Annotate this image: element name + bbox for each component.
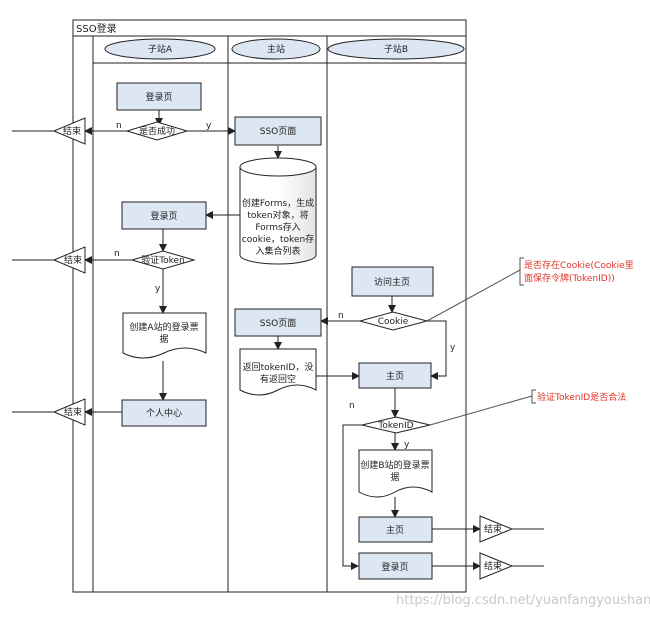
decision-label: 是否成功 [139,125,175,137]
database-label-line: cookie，token存 [242,233,314,245]
edge-label: n [349,401,355,411]
annotation-cookie-note: 是否存在Cookie(Cookie里 面保存令牌(TokenID)) [519,257,634,286]
document-label-line: 据 [159,333,168,345]
process-a-login-1: 登录页 [116,82,202,111]
decision-cookie: Cookie [358,311,429,331]
connectors [12,110,544,570]
edge-label: n [114,249,120,259]
lane-label-a: 子站A [148,43,173,55]
process-label: 个人中心 [146,407,182,419]
process-a-login-2: 登录页 [121,201,207,230]
lane-header-b: 子站B [327,38,465,60]
process-label: SSO页面 [260,318,297,329]
process-label: 主页 [386,524,404,536]
edge-label: y [404,440,410,450]
process-main-sso-page-1: SSO页面 [234,116,322,146]
end-terminator-5: 结束 [479,552,514,580]
process-b-home-1: 主页 [358,362,432,389]
pool-border [72,19,467,593]
edge [427,320,447,380]
end-terminator-2: 结束 [52,246,86,274]
database-label-line: 入集合列表 [255,245,300,257]
process-label: SSO页面 [260,126,297,137]
lane-header-a: 子站A [104,38,216,60]
end-label: 结束 [484,560,502,572]
decision-label: TokenID [377,421,413,431]
edge-label: n [338,311,344,321]
decision-label: 验证Token [141,254,185,266]
process-b-login: 登录页 [358,552,433,580]
edge-label: y [155,284,161,294]
decision-success: 是否成功 [125,121,189,141]
database-label-line: Forms存入 [255,221,300,233]
end-label: 结束 [64,254,82,266]
edge-label: y [450,343,456,353]
end-label: 结束 [63,125,81,137]
lane-header-main: 主站 [231,38,321,60]
document-b-ticket: 创建B站的登录票 据 [358,449,433,498]
tokenid-note-leader [429,395,533,426]
annotation-line: 面保存令牌(TokenID)) [524,272,615,284]
swimlane-frame [72,19,467,593]
process-b-home-2: 主页 [358,516,433,543]
decision-verify-token: 验证Token [130,250,196,270]
document-label-line: 据 [390,471,399,483]
lane-label-main: 主站 [267,43,285,55]
process-b-visit-home: 访问主页 [351,266,434,297]
process-label: 登录页 [145,92,172,103]
end-terminator-4: 结束 [479,515,514,543]
decision-label: Cookie [378,317,409,327]
annotation-line: 验证TokenID是否合法 [537,391,626,403]
database-label-line: 创建Forms，生成 [242,197,314,209]
watermark: https://blog.csdn.net/yuanfangyoushan [396,593,650,608]
database-label-line: token对象，将 [247,209,308,221]
process-label: 访问主页 [374,276,410,288]
end-label: 结束 [64,406,82,418]
end-terminator-3: 结束 [52,398,86,426]
annotation-line: 是否存在Cookie(Cookie里 [524,259,634,271]
diagram-title: SSO登录 [76,22,117,35]
lane-label-b: 子站B [384,43,408,55]
process-label: 登录页 [150,211,177,222]
process-label: 主页 [386,370,404,382]
edge [342,424,362,570]
edge-label: y [206,121,212,131]
document-a-ticket: 创建A站的登录票 据 [122,312,207,359]
document-label-line: 创建B站的登录票 [360,459,429,471]
document-label-line: 返回tokenID，没 [243,361,314,373]
decision-tokenid: TokenID [361,416,431,434]
process-main-sso-page-2: SSO页面 [234,308,322,337]
edge-label: n [116,121,122,131]
annotation-tokenid-note: 验证TokenID是否合法 [531,389,626,404]
process-label: 登录页 [381,562,408,573]
process-a-personal-center: 个人中心 [121,399,207,427]
document-label-line: 创建A站的登录票 [129,321,198,333]
document-label-line: 有返回空 [260,373,296,385]
database-create-forms: 创建Forms，生成 token对象，将 Forms存入 cookie，toke… [239,157,317,265]
document-return-tokenid: 返回tokenID，没 有返回空 [239,348,317,396]
end-terminator-1: 结束 [52,117,86,145]
cookie-note-leader [426,269,521,322]
end-label: 结束 [484,523,502,535]
